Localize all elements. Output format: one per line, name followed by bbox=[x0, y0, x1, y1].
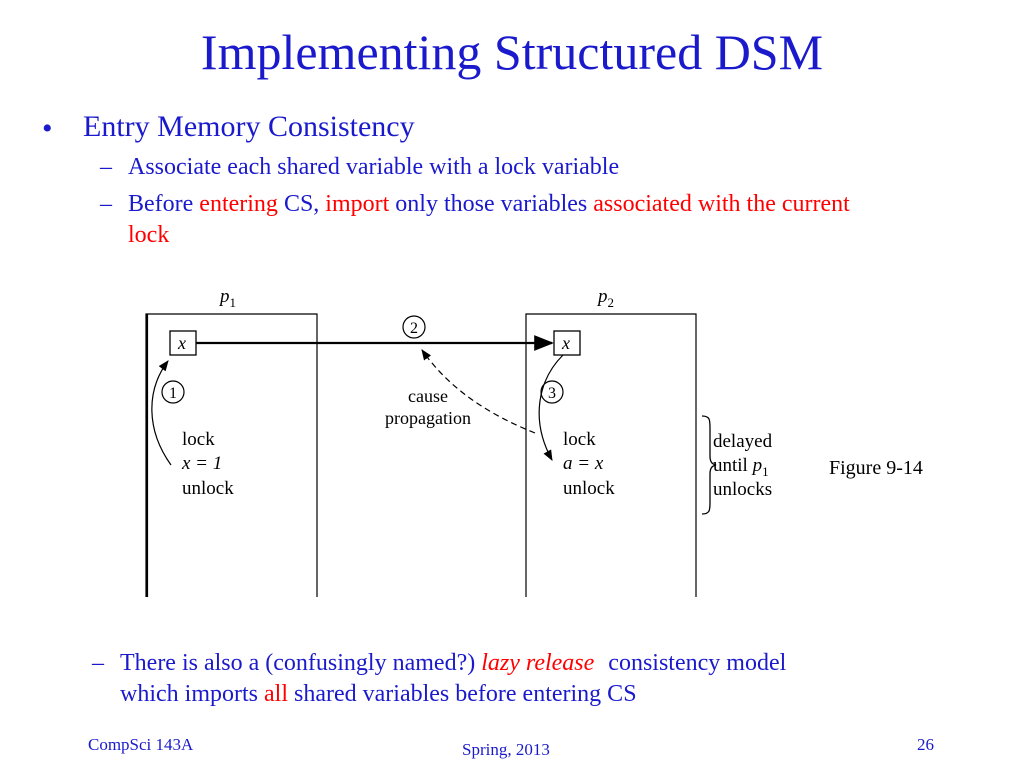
step-3-circle bbox=[540, 380, 564, 404]
text-run: consistency model bbox=[608, 650, 787, 676]
process-p2-label: p2 bbox=[596, 286, 614, 310]
until-text: until p1 bbox=[713, 455, 769, 479]
p2-assign-text: a = x bbox=[563, 453, 604, 474]
step-2-circle bbox=[402, 315, 426, 339]
dash-marker: – bbox=[100, 154, 112, 180]
variable-x-label-p2: x bbox=[561, 333, 570, 353]
bullet-marker: • bbox=[42, 112, 53, 145]
step-1-arrow bbox=[151, 360, 172, 466]
unlocks-text: unlocks bbox=[713, 479, 772, 500]
cause-label: cause bbox=[408, 386, 448, 406]
step-3-label: 3 bbox=[548, 385, 556, 402]
footer-course: CompSci 143A bbox=[88, 735, 194, 754]
text-run: CS, bbox=[277, 191, 326, 217]
step-3-arrow bbox=[538, 354, 564, 461]
p1-unlock-text: unlock bbox=[182, 478, 234, 499]
text-run: Before bbox=[128, 191, 200, 217]
p2-lock-text: lock bbox=[563, 429, 596, 450]
emphasis-lazy-release: lazy release bbox=[481, 650, 595, 676]
emphasis-import: import bbox=[325, 191, 390, 217]
text-run: which imports bbox=[120, 681, 264, 707]
text-run: There is also a (confusingly named?) bbox=[120, 650, 482, 676]
sub-bullet-associate: Associate each shared variable with a lo… bbox=[128, 154, 620, 180]
p2-unlock-text: unlock bbox=[563, 478, 615, 499]
footer-page-number: 26 bbox=[917, 735, 934, 754]
bullet-entry-memory-consistency: Entry Memory Consistency bbox=[83, 110, 415, 143]
footer-term: Spring, 2013 bbox=[462, 740, 550, 759]
process-p1-label: p1 bbox=[218, 286, 236, 310]
emphasis-associated: associated with the current bbox=[593, 191, 850, 217]
variable-x-box-p2 bbox=[553, 330, 581, 356]
text-run: only those variables bbox=[389, 191, 594, 217]
emphasis-entering: entering bbox=[199, 191, 278, 217]
cause-propagation-arrow bbox=[421, 349, 536, 434]
step-1-circle bbox=[161, 380, 185, 404]
delayed-text: delayed bbox=[713, 431, 773, 452]
text-run: shared variables before entering CS bbox=[288, 681, 637, 707]
variable-x-box-p1 bbox=[169, 330, 197, 356]
figure-caption: Figure 9-14 bbox=[829, 457, 923, 479]
sub-bullet-before-entering: Before entering CS, import only those va… bbox=[128, 189, 850, 219]
process-p2-box bbox=[525, 313, 697, 597]
process-p1-box bbox=[145, 313, 318, 597]
step-2-label: 2 bbox=[410, 320, 418, 337]
dash-marker: – bbox=[92, 650, 104, 676]
delay-brace bbox=[701, 415, 717, 515]
dash-marker: – bbox=[100, 191, 112, 217]
slide-title: Implementing Structured DSM bbox=[200, 24, 824, 80]
sub-bullet-lazy-release-cont: which imports all shared variables befor… bbox=[120, 679, 637, 709]
variable-x-label-p1: x bbox=[177, 333, 186, 353]
sub-bullet-lazy-release: There is also a (confusingly named?) laz… bbox=[120, 648, 786, 678]
p1-assign-text: x = 1 bbox=[181, 453, 222, 474]
p1-lock-text: lock bbox=[182, 429, 215, 450]
propagation-label: propagation bbox=[385, 408, 471, 428]
sub-bullet-before-entering-cont: lock bbox=[128, 222, 170, 248]
step-1-label: 1 bbox=[169, 385, 177, 402]
emphasis-all: all bbox=[264, 681, 288, 707]
